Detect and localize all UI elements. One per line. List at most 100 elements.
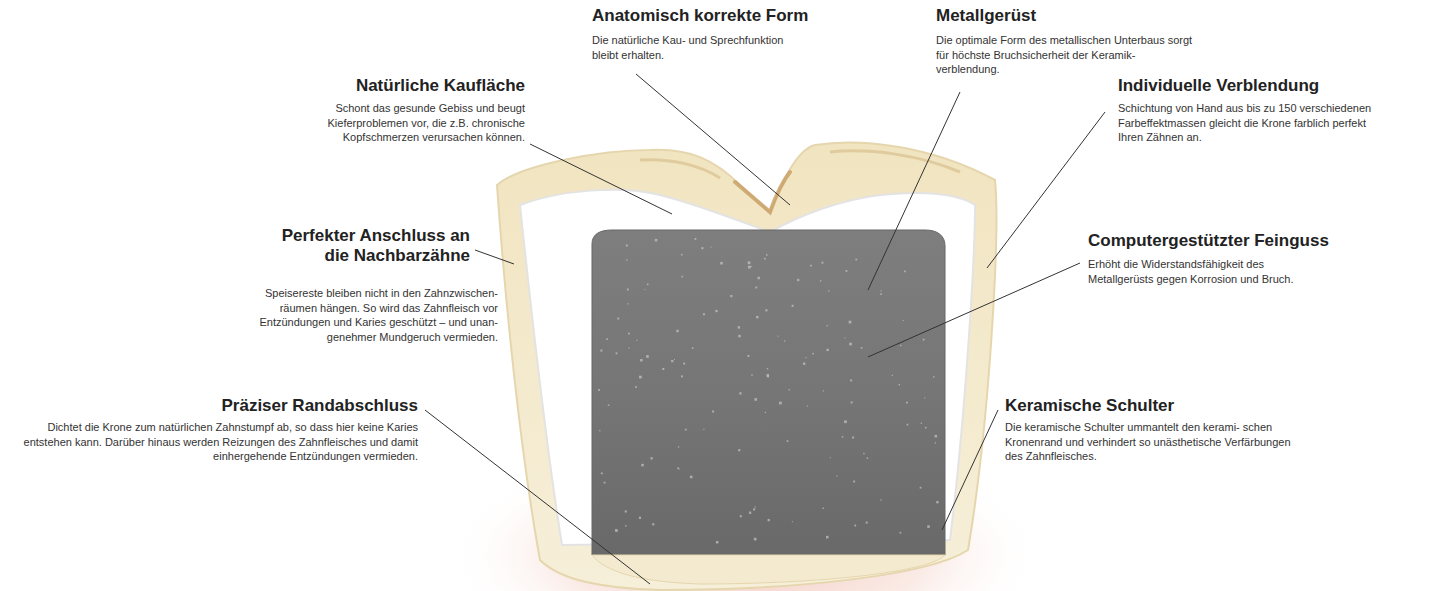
leader-line: [425, 410, 650, 584]
leader-line: [868, 263, 1080, 357]
metal-speckle: [676, 330, 678, 332]
metal-speckle: [933, 376, 934, 377]
metal-speckle: [844, 337, 845, 338]
metal-speckle: [703, 313, 705, 315]
metal-speckle: [651, 457, 653, 459]
callout-heading: Perfekter Anschluss an die Nachbarzähne: [272, 226, 470, 267]
metal-speckle: [641, 464, 644, 467]
metal-speckle: [756, 316, 758, 318]
metal-speckle: [626, 245, 628, 247]
metal-speckle: [803, 363, 805, 365]
metal-speckle: [748, 261, 751, 264]
metal-speckle: [715, 310, 717, 312]
leader-line: [530, 144, 672, 214]
metal-speckle: [789, 389, 790, 390]
metal-speckle: [846, 270, 848, 272]
metal-speckle: [751, 374, 752, 375]
metal-speckle: [904, 271, 906, 273]
metal-speckle: [820, 280, 821, 281]
leader-line: [868, 92, 960, 290]
metal-speckle: [855, 259, 857, 261]
metal-speckle: [849, 321, 852, 324]
metal-speckle: [826, 349, 828, 351]
metal-speckle: [810, 265, 812, 267]
metal-speckle: [739, 392, 741, 394]
metal-speckle: [606, 338, 608, 340]
metal-speckle: [777, 336, 778, 337]
occlusal-groove: [735, 172, 790, 212]
metal-speckle: [730, 295, 732, 297]
metal-speckle: [685, 429, 687, 431]
metal-speckle: [710, 247, 711, 248]
metal-speckle: [681, 375, 683, 377]
metal-speckle: [690, 476, 693, 479]
metal-speckle: [765, 412, 766, 413]
metal-speckle: [765, 309, 767, 311]
callout-text: Schichtung von Hand aus bis zu 150 versc…: [1118, 101, 1383, 145]
metal-speckle: [826, 536, 829, 539]
metal-speckle: [625, 510, 627, 512]
metal-speckle: [747, 355, 749, 357]
metal-speckle: [779, 402, 782, 405]
metal-speckle: [617, 318, 619, 320]
leader-line: [942, 410, 998, 530]
metal-speckle: [849, 343, 852, 346]
metal-speckle: [738, 449, 740, 451]
metal-speckle: [627, 303, 628, 304]
metal-speckle: [850, 379, 852, 381]
metal-speckle: [754, 398, 757, 401]
metal-speckle: [823, 508, 824, 509]
metal-speckle: [921, 423, 922, 424]
callout-text: Schont das gesunde Gebiss und beugt Kief…: [300, 101, 525, 145]
metal-speckle: [662, 368, 664, 370]
metal-speckle: [907, 424, 909, 426]
metal-speckle: [681, 254, 683, 256]
callout-text: Die natürliche Kau- und Sprechfunktion b…: [592, 33, 807, 62]
callout-text: Dichtet die Krone zum natürlichen Zahnst…: [8, 420, 418, 464]
metal-speckle: [604, 482, 606, 484]
metal-speckle: [899, 384, 900, 385]
metal-speckle: [867, 457, 868, 458]
metal-speckle: [640, 359, 642, 361]
metal-speckle: [639, 376, 642, 379]
cusp-shade: [640, 160, 720, 178]
metal-speckle: [703, 429, 704, 430]
metal-speckle: [646, 355, 649, 358]
metal-speckle: [599, 430, 600, 431]
metal-speckle: [812, 353, 814, 355]
metal-speckle: [625, 525, 626, 526]
metal-speckle: [738, 326, 740, 328]
metal-speckle: [924, 397, 925, 398]
metal-speckle: [712, 410, 714, 412]
metal-texture: [598, 238, 939, 543]
metal-speckle: [652, 523, 654, 525]
metal-speckle: [754, 538, 757, 541]
metal-speckle: [851, 401, 853, 403]
metal-speckle: [600, 350, 602, 352]
metal-speckle: [854, 525, 856, 527]
metal-speckle: [792, 305, 794, 307]
metal-speckle: [925, 427, 927, 429]
callout-text: Erhöht die Widerstandsfähigkeit des Meta…: [1088, 257, 1320, 286]
metal-speckle: [784, 340, 785, 341]
metal-speckle: [863, 453, 864, 454]
metal-speckle: [923, 339, 925, 341]
metal-speckle: [906, 402, 908, 404]
metal-speckle: [601, 472, 603, 474]
metal-speckle: [716, 541, 718, 543]
metal-speckle: [866, 522, 868, 524]
metal-speckle: [749, 512, 751, 514]
metal-speckle: [828, 290, 829, 291]
metal-speckle: [692, 347, 694, 349]
metal-speckle: [738, 335, 740, 337]
crown-outer: [497, 143, 996, 590]
callout-heading: Präziser Randabschluss: [138, 396, 418, 416]
metal-speckle: [766, 254, 768, 256]
callout-heading: Natürliche Kaufläche: [275, 76, 525, 96]
metal-speckle: [674, 359, 675, 360]
metal-speckle: [903, 320, 904, 321]
callout-heading: Keramische Schulter: [1005, 396, 1285, 416]
leader-line: [987, 112, 1105, 268]
metal-speckle: [678, 446, 679, 447]
